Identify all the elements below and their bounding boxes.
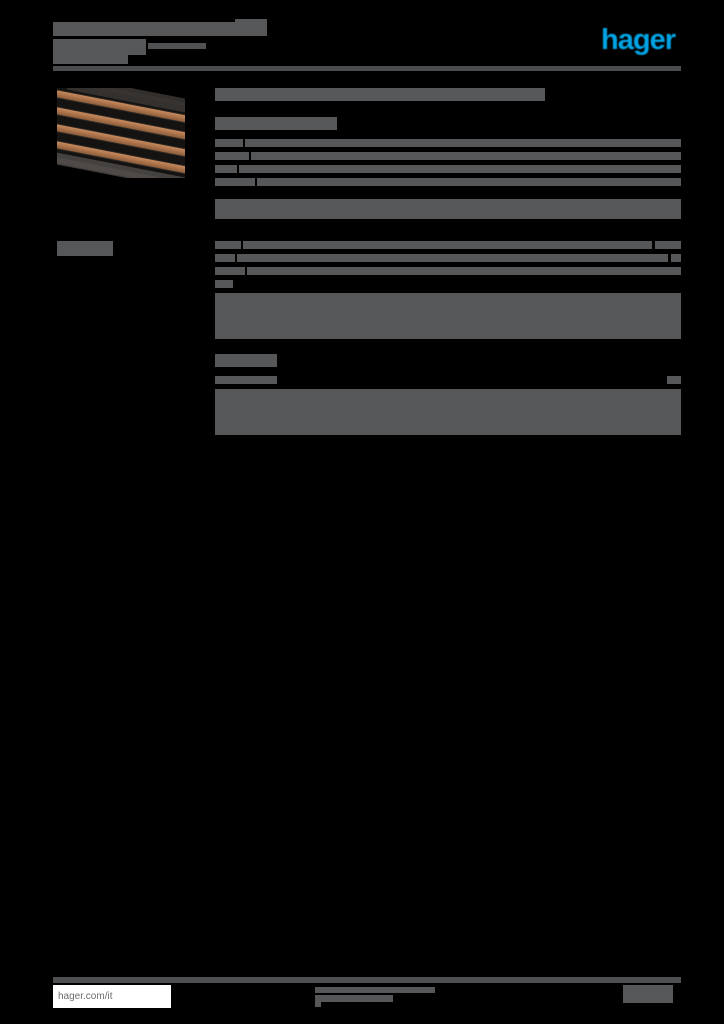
spacer — [215, 339, 681, 354]
spec-key — [215, 254, 235, 262]
spec-leader — [235, 280, 681, 288]
sidebar-section-label — [57, 241, 113, 256]
table-row — [215, 267, 681, 278]
footer-note-line-2 — [319, 995, 393, 1002]
hager-logo: hager — [601, 24, 676, 56]
page-subtitle — [148, 43, 206, 49]
table-row — [215, 139, 681, 150]
page-title-line-2 — [53, 39, 146, 55]
footer-center-note — [315, 987, 435, 1007]
page-title-line-3 — [53, 55, 128, 64]
footer-url-text: hager.com/it — [58, 991, 113, 1002]
table-row — [215, 165, 681, 176]
spec-leader — [279, 376, 664, 384]
spec-value — [671, 254, 681, 262]
spec-block-band — [215, 293, 681, 339]
section-heading — [215, 88, 681, 101]
subsection-heading — [215, 117, 681, 130]
table-row — [215, 280, 681, 291]
page-footer: hager.com/it — [53, 977, 681, 1015]
page-header: hager — [53, 17, 681, 69]
spec-table-2 — [215, 241, 681, 291]
spec-value — [655, 241, 681, 249]
spec-key — [215, 280, 233, 288]
spec-key — [215, 267, 245, 275]
footer-url[interactable]: hager.com/it — [53, 985, 171, 1008]
section-heading-text — [215, 88, 545, 101]
spec-block-band — [215, 199, 681, 219]
table-row — [215, 241, 681, 252]
spec-leader — [243, 241, 652, 249]
spec-leader — [245, 139, 681, 147]
subsection-heading-text — [215, 117, 337, 130]
product-image — [57, 88, 185, 178]
spec-key — [215, 139, 243, 147]
spacer — [215, 219, 681, 241]
spec-key — [215, 165, 237, 173]
subsection-heading-text — [215, 354, 277, 367]
subsection-heading — [215, 354, 681, 367]
spec-key — [215, 178, 255, 186]
spec-table-1 — [215, 139, 681, 189]
spec-key — [215, 241, 241, 249]
table-row — [215, 254, 681, 265]
main-content — [215, 88, 681, 435]
spec-key — [215, 376, 277, 384]
spec-key — [215, 152, 249, 160]
header-divider — [53, 66, 681, 71]
page-title-mask — [53, 18, 235, 22]
spec-leader — [257, 178, 681, 186]
spec-leader — [247, 267, 681, 275]
spec-leader — [251, 152, 681, 160]
footer-note-mark — [315, 995, 321, 1007]
footer-page-number — [623, 985, 673, 1003]
table-row — [215, 152, 681, 163]
table-row — [215, 178, 681, 189]
table-row — [215, 376, 681, 387]
spec-block-band — [215, 389, 681, 435]
spec-leader — [239, 165, 681, 173]
page-title — [53, 19, 267, 36]
spacer — [215, 191, 681, 199]
footer-divider — [53, 977, 681, 983]
spec-value — [667, 376, 681, 384]
spec-leader — [237, 254, 668, 262]
footer-note-line-1 — [315, 987, 435, 993]
